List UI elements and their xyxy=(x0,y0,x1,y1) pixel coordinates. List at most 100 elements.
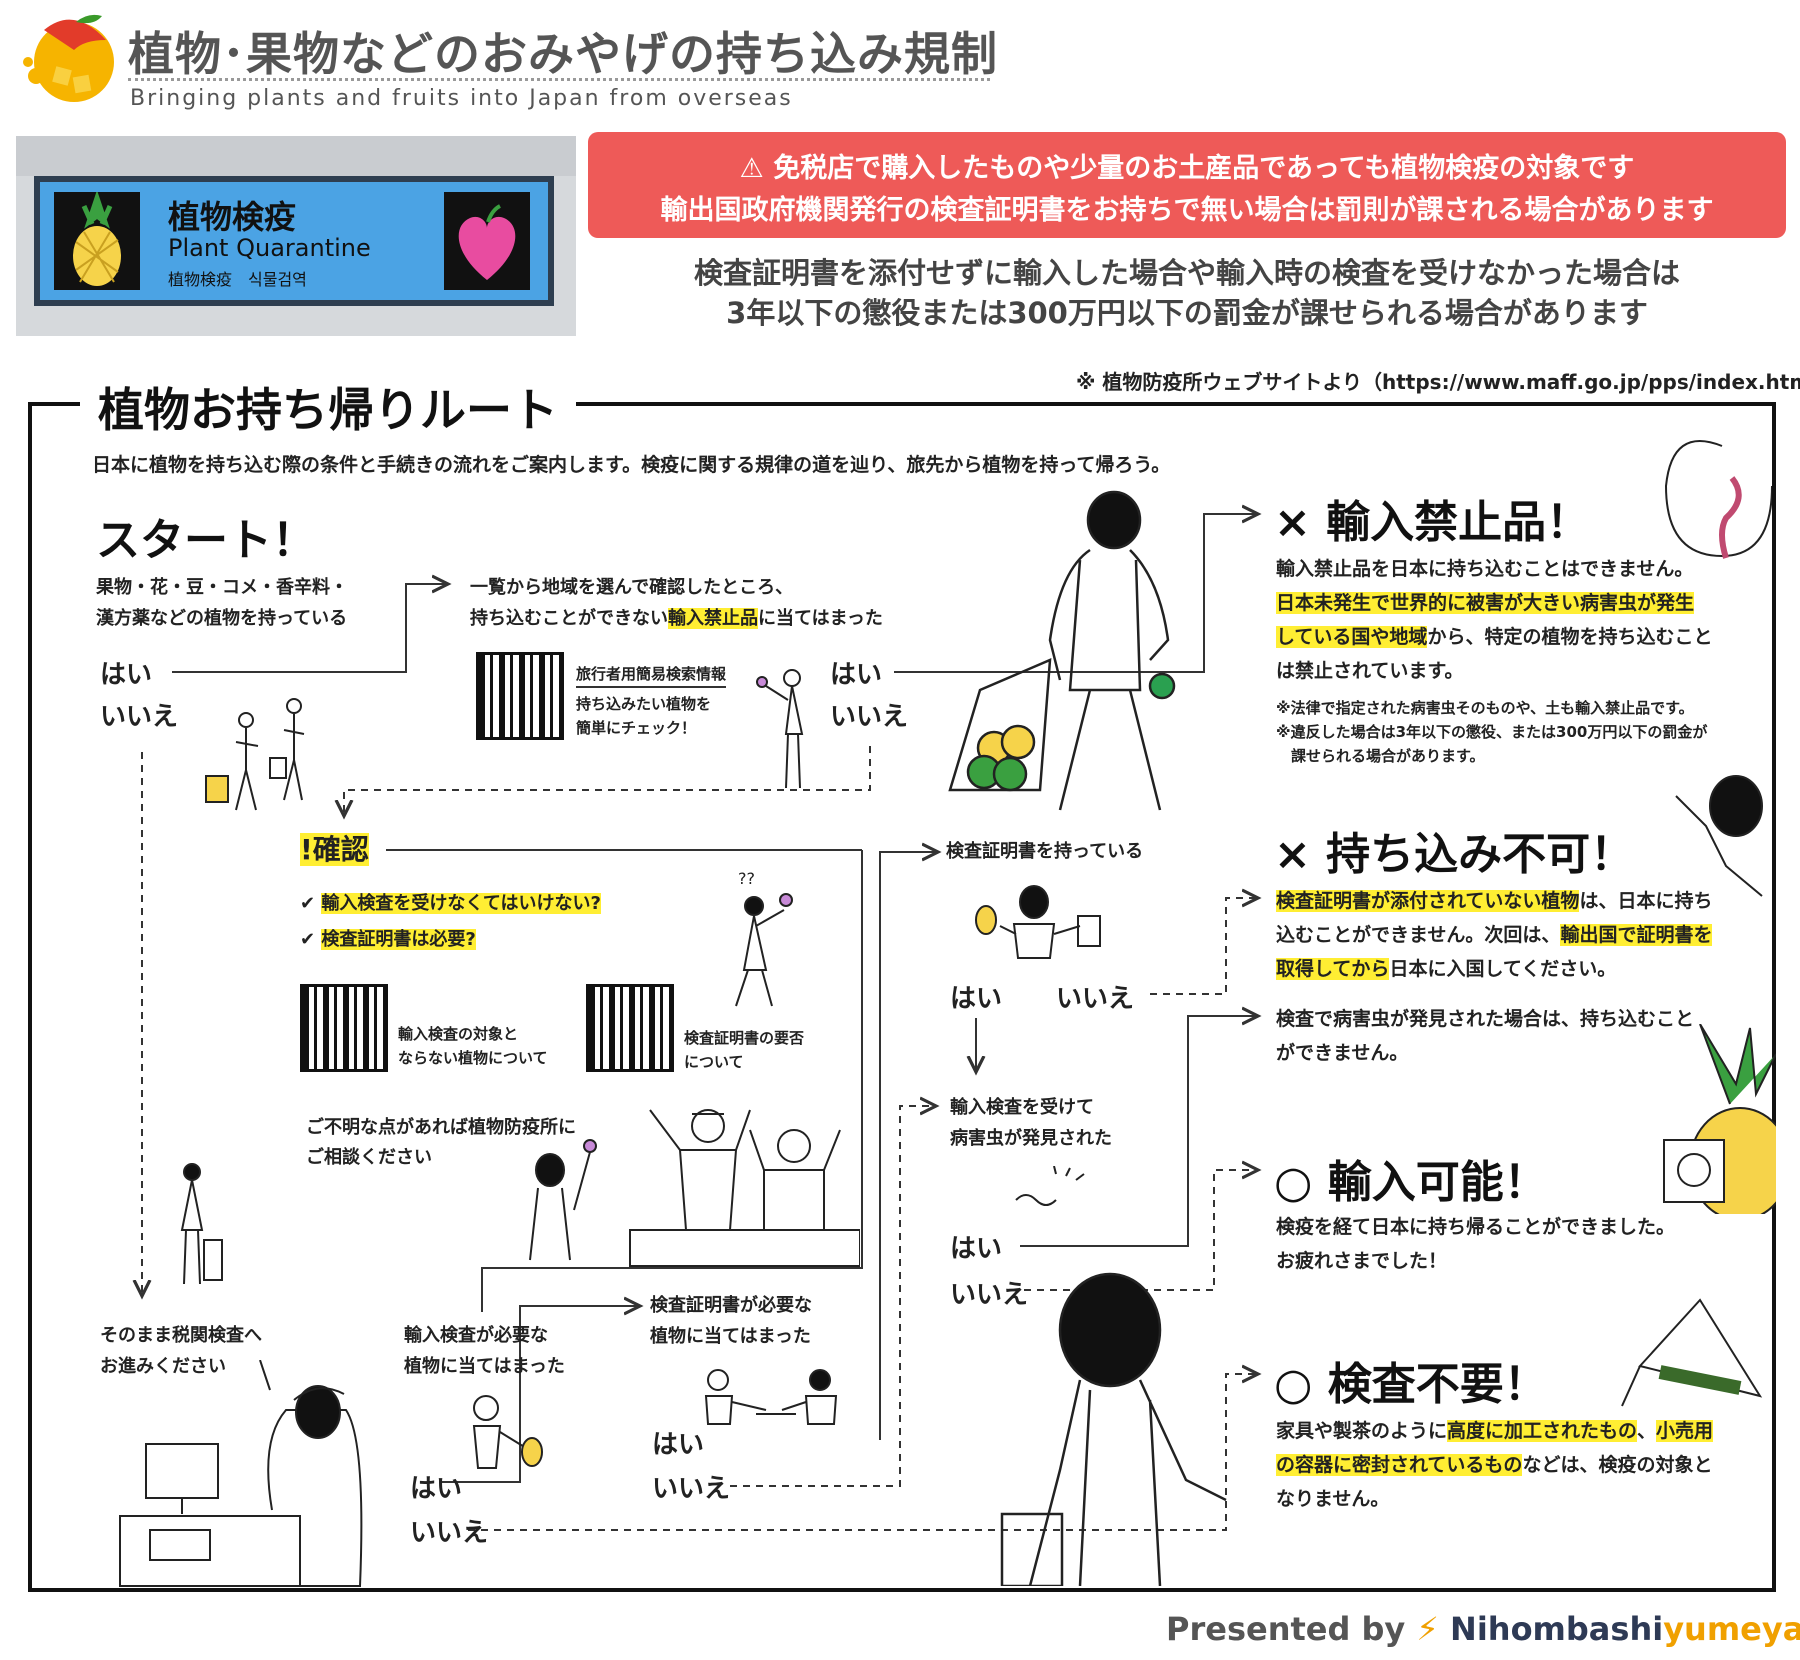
banned-note-1: ※法律で指定された病害虫そのものや、土も輸入禁止品です。 xyxy=(1276,699,1694,717)
qr1-caption-1: 輸入検査の対象と xyxy=(398,1025,519,1043)
no-inspection-body-3: なりません。 xyxy=(1276,1488,1390,1510)
travelers-illustration xyxy=(196,690,326,824)
qr2-caption-2: について xyxy=(684,1053,744,1071)
credit: Presented by ⚡ Nihombashiyumeya xyxy=(1166,1610,1800,1648)
customs-officer-illustration xyxy=(110,1359,380,1594)
pest-found-no[interactable]: いいえ xyxy=(950,1280,1029,1310)
allowed-title: ○ 輸入可能！ xyxy=(1274,1157,1548,1208)
warning-banner: ⚠ 免税店で購入したものや少量のお土産品であっても植物検疫の対象です 輸出国政府… xyxy=(588,132,1786,238)
pest-found-yes[interactable]: はい xyxy=(950,1234,1003,1264)
tea-bag-illustration xyxy=(1620,1296,1770,1420)
not-allowed-body-1: 検査証明書が添付されていない植物は、日本に持ち xyxy=(1276,890,1713,912)
man-with-fruit-bag-illustration xyxy=(940,490,1230,834)
checklist-text-2: 持ち込むことができない輸入禁止品に当てはまった xyxy=(470,608,883,629)
page-title: 植物･果物などのおみやげの持ち込み規制 xyxy=(128,27,998,81)
qr-code-inspection-exempt[interactable] xyxy=(300,984,388,1072)
pineapple-with-tag-illustration xyxy=(1660,1023,1791,1221)
start-title: スタート！ xyxy=(96,515,316,566)
need-cert-yes[interactable]: はい xyxy=(652,1430,705,1460)
qr-code-traveler-search[interactable] xyxy=(476,652,564,740)
not-allowed-body-3: 取得してから日本に入国してください。 xyxy=(1276,958,1617,980)
smoking-man-illustration xyxy=(1666,766,1766,910)
sign-title-jp: 植物検疫 xyxy=(168,198,297,236)
penalty-line-2: 3年以下の懲役または300万円以下の罰金が課せられる場合があります xyxy=(726,296,1648,330)
sign-board: 植物検疫 Plant Quarantine 植物検疫 식물검역 xyxy=(34,176,554,306)
page-subtitle: Bringing plants and fruits into Japan fr… xyxy=(130,86,793,111)
need-inspection-no[interactable]: いいえ xyxy=(410,1518,489,1548)
banned-note-3: 課せられる場合があります。 xyxy=(1276,747,1485,765)
start-no[interactable]: いいえ xyxy=(100,702,179,732)
heart-peach-icon xyxy=(444,192,530,290)
banned-body-2: 日本未発生で世界的に被害が大きい病害虫が発生 xyxy=(1276,592,1695,614)
svg-text:??: ?? xyxy=(738,870,755,888)
title-divider xyxy=(128,78,990,81)
qr2-caption-1: 検査証明書の要否 xyxy=(684,1029,805,1047)
confused-woman-illustration: ?? xyxy=(726,869,806,1014)
sign-title-en: Plant Quarantine xyxy=(168,234,371,262)
sign-subtitle: 植物検疫 식물검역 xyxy=(168,270,307,289)
not-allowed-title: × 持ち込み不可！ xyxy=(1274,829,1635,880)
need-cert-text-2: 植物に当てはまった xyxy=(650,1326,811,1347)
banned-title: × 輸入禁止品！ xyxy=(1274,497,1591,548)
route-intro: 日本に植物を持ち込む際の条件と手続きの流れをご案内します。検疫に関する規律の道を… xyxy=(92,454,1171,476)
officer-with-pineapple-illustration xyxy=(456,1392,556,1476)
warning-line-2: 輸出国政府機関発行の検査証明書をお持ちで無い場合は罰則が課される場合があります xyxy=(660,195,1714,226)
plant-quarantine-sign-photo: 植物検疫 Plant Quarantine 植物検疫 식물검역 xyxy=(16,136,576,336)
document-exchange-illustration xyxy=(696,1366,846,1430)
consult-text-2: ご相談ください xyxy=(306,1147,432,1168)
mango-logo-icon xyxy=(14,10,124,110)
no-inspection-body-1: 家具や製茶のように高度に加工されたもの、小売用 xyxy=(1276,1420,1714,1442)
penalty-line-1: 検査証明書を添付せずに輸入した場合や輸入時の検査を受けなかった場合は xyxy=(693,256,1680,290)
checklist-yes[interactable]: はい xyxy=(830,660,883,690)
apple-with-worm-illustration xyxy=(1662,426,1773,570)
flight-attendant-illustration xyxy=(170,1160,230,1294)
start-question-2: 漢方薬などの植物を持っている xyxy=(96,608,348,629)
customs-text-1: そのまま税関検査へ xyxy=(100,1325,262,1346)
allowed-body-1: 検疫を経て日本に持ち帰ることができました。 xyxy=(1276,1216,1676,1238)
checklist-text-1: 一覧から地域を選んで確認したところ、 xyxy=(470,577,794,598)
not-allowed-body-5: ができません。 xyxy=(1276,1042,1409,1064)
need-inspection-text-2: 植物に当てはまった xyxy=(404,1356,565,1377)
woman-with-certificate-illustration xyxy=(970,880,1120,964)
source-note: ※ 植物防疫所ウェブサイトより（https://www.maff.go.jp/p… xyxy=(1076,370,1800,394)
allowed-body-2: お疲れさまでした！ xyxy=(1276,1250,1448,1272)
worm-pest-illustration xyxy=(996,1165,1096,1220)
need-inspection-text-1: 輸入検査が必要な xyxy=(404,1325,548,1346)
checklist-no[interactable]: いいえ xyxy=(830,702,909,732)
no-inspection-title: ○ 検査不要！ xyxy=(1274,1359,1548,1410)
customs-text-2: お進みください xyxy=(100,1356,226,1377)
not-allowed-body-2: 込むことができません。次回は、輸出国で証明書を xyxy=(1276,924,1713,946)
start-question-1: 果物・花・豆・コメ・香辛料・ xyxy=(96,577,348,598)
not-allowed-body-4: 検査で病害虫が発見された場合は、持ち込むこと xyxy=(1276,1008,1695,1030)
qr-caption-1: 持ち込みたい植物を xyxy=(576,695,712,713)
need-cert-text-1: 検査証明書が必要な xyxy=(650,1295,812,1316)
start-yes[interactable]: はい xyxy=(100,660,153,690)
woman-walking-illustration xyxy=(990,1270,1250,1590)
qr-caption-2: 簡単にチェック！ xyxy=(576,719,697,737)
quarantine-officers-illustration xyxy=(520,1090,861,1274)
no-inspection-body-2: の容器に密封されているものなどは、検疫の対象と xyxy=(1276,1454,1713,1476)
qr-title: 旅行者用簡易検索情報 xyxy=(576,662,727,688)
have-cert-no[interactable]: いいえ xyxy=(1056,984,1135,1014)
qr1-caption-2: ならない植物について xyxy=(398,1049,548,1067)
warning-line-1: ⚠ 免税店で購入したものや少量のお土産品であっても植物検疫の対象です xyxy=(739,153,1635,184)
need-cert-no[interactable]: いいえ xyxy=(652,1474,731,1504)
need-inspection-yes[interactable]: はい xyxy=(410,1474,463,1504)
woman-with-flower-illustration xyxy=(752,664,822,798)
pest-found-text-1: 輸入検査を受けて xyxy=(950,1097,1094,1118)
banned-body-1: 輸入禁止品を日本に持ち込むことはできません。 xyxy=(1276,558,1694,580)
banned-note-2: ※違反した場合は3年以下の懲役、または300万円以下の罰金が xyxy=(1276,723,1708,741)
confirm-title: !確認 xyxy=(300,833,369,866)
have-cert-text: 検査証明書を持っている xyxy=(946,841,1144,862)
pineapple-icon xyxy=(54,190,140,290)
pest-found-text-2: 病害虫が発見された xyxy=(950,1128,1112,1149)
route-frame xyxy=(28,402,1776,1592)
qr-code-certificate-need[interactable] xyxy=(586,984,674,1072)
have-cert-yes[interactable]: はい xyxy=(950,984,1003,1014)
confirm-check-1: ✔ 輸入検査を受けなくてはいけない? xyxy=(300,893,601,914)
confirm-check-2: ✔ 検査証明書は必要? xyxy=(300,929,476,950)
consult-text-1: ご不明な点があれば植物防疫所に xyxy=(306,1117,576,1138)
route-title: 植物お持ち帰りルート xyxy=(80,374,576,440)
banned-body-4: は禁止されています。 xyxy=(1276,660,1464,682)
